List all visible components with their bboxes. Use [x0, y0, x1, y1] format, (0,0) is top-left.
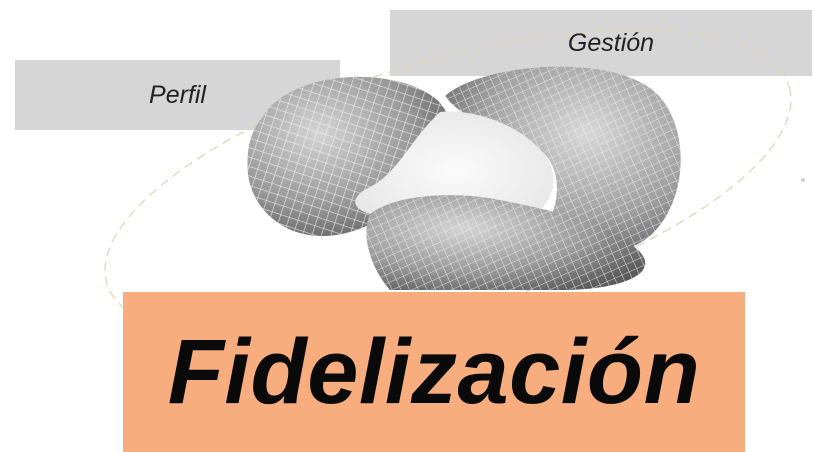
- fidelizacion-box: Fidelización: [123, 292, 745, 452]
- speck: [801, 178, 805, 182]
- fidelizacion-label: Fidelización: [168, 320, 701, 425]
